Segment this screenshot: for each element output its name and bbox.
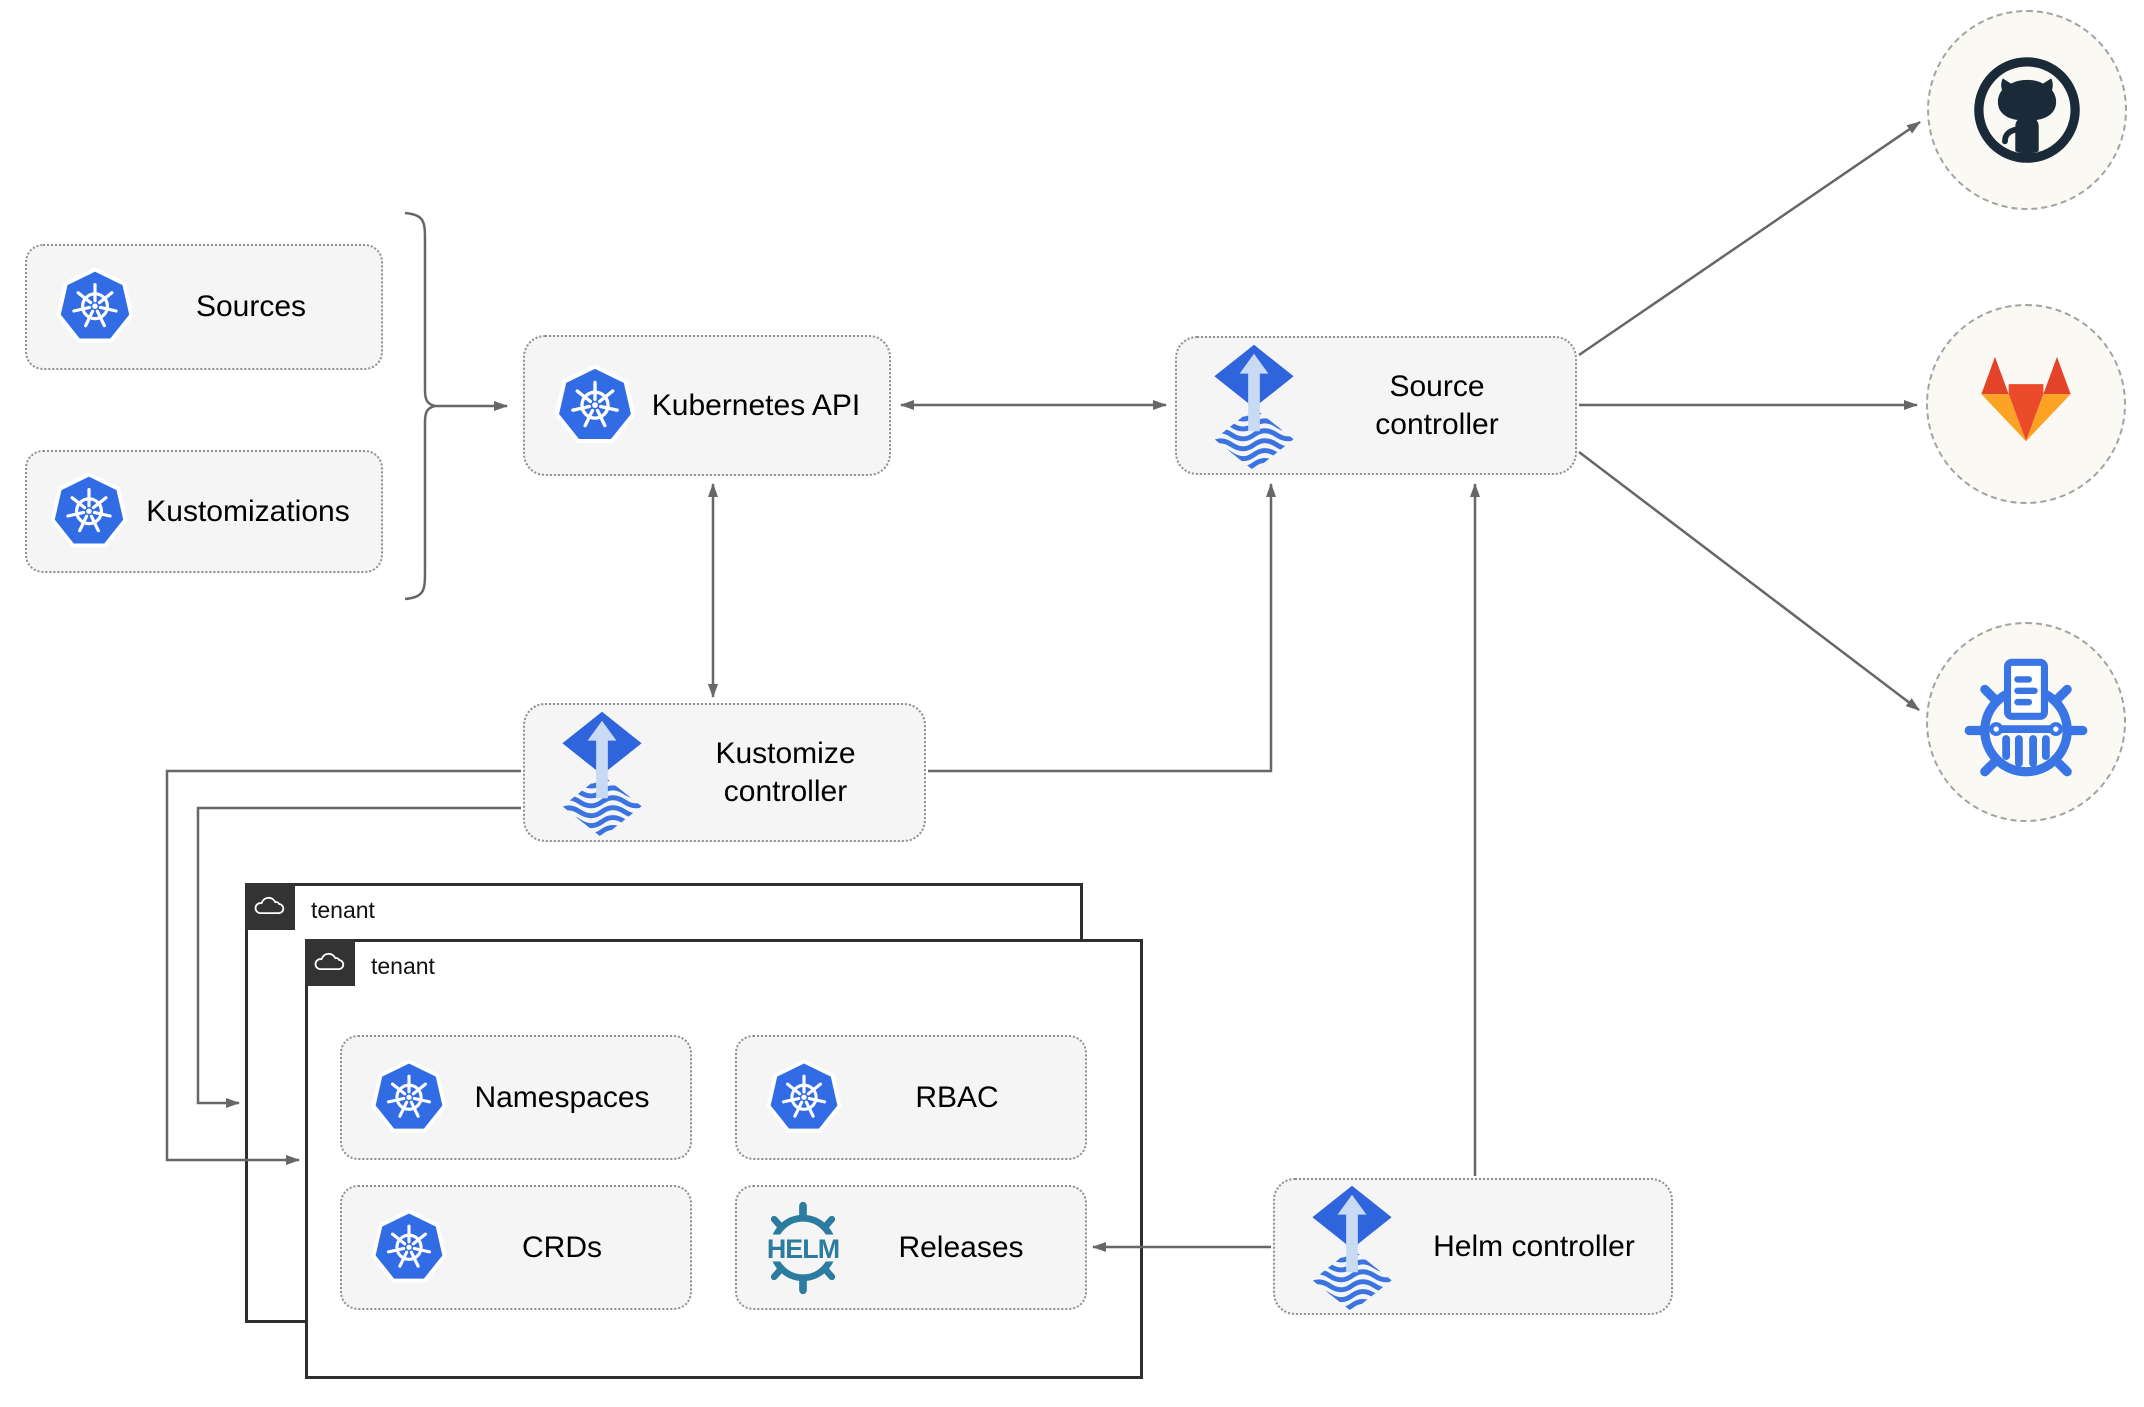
kubernetes-icon: [370, 1059, 448, 1137]
node-label: Releases: [898, 1230, 1024, 1264]
kubernetes-icon: [370, 1209, 448, 1287]
node-rbac: RBAC: [735, 1035, 1087, 1160]
node-releases: HELM Releases: [735, 1185, 1087, 1310]
cloud-icon: [313, 949, 347, 977]
node-label: Sources: [195, 290, 307, 324]
node-label: RBAC: [915, 1080, 999, 1114]
hub-helm-repository: [1926, 622, 2126, 822]
tenant-label: tenant: [311, 897, 375, 923]
edge-kustomize-source: [928, 483, 1276, 773]
node-label: Kubernetes API: [651, 388, 861, 422]
kubernetes-icon: [553, 364, 637, 448]
container-tab: [245, 883, 295, 930]
edge-brace: [404, 211, 436, 601]
flux-icon: [557, 710, 647, 836]
node-namespaces: Namespaces: [340, 1035, 692, 1160]
container-tab: [305, 939, 355, 986]
node-label: Kustomizations: [146, 494, 350, 528]
cloud-icon: [253, 893, 287, 921]
node-label: Helm controller: [1433, 1229, 1635, 1263]
node-kubernetes-api: Kubernetes API: [523, 335, 891, 476]
node-label: Source controller: [1375, 370, 1499, 441]
flux-icon: [1307, 1184, 1397, 1310]
node-label: Kustomize controller: [715, 737, 856, 808]
flux-icon: [1209, 343, 1299, 469]
node-crds: CRDs: [340, 1185, 692, 1310]
helm-wordmark: HELM: [767, 1234, 839, 1264]
hub-gitlab: [1926, 304, 2126, 504]
node-label: Namespaces: [474, 1080, 650, 1114]
edge-source-helmrepo: [1578, 451, 1920, 711]
helm-logo-icon: HELM: [755, 1200, 851, 1296]
edge-source-github: [1578, 120, 1921, 357]
node-label: CRDs: [522, 1230, 602, 1264]
kubernetes-icon: [765, 1059, 843, 1137]
node-kustomizations: Kustomizations: [25, 450, 383, 573]
github-icon: [1969, 52, 2085, 168]
kubernetes-icon: [49, 472, 129, 552]
hub-github: [1927, 10, 2127, 210]
kubernetes-icon: [55, 267, 135, 347]
gitlab-icon: [1964, 342, 2088, 466]
helm-repository-icon: [1955, 651, 2097, 793]
node-sources: Sources: [25, 244, 383, 370]
node-kustomize-controller: Kustomize controller: [523, 703, 926, 842]
node-helm-controller: Helm controller: [1273, 1178, 1673, 1315]
node-source-controller: Source controller: [1175, 336, 1577, 475]
tenant-label: tenant: [371, 953, 435, 979]
